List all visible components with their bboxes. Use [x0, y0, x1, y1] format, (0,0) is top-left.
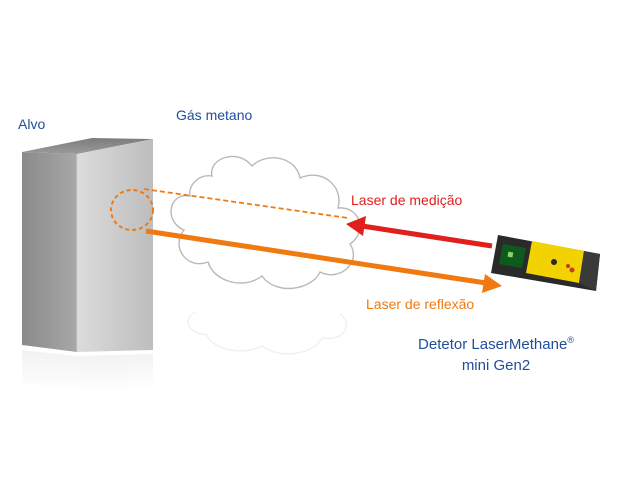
- target-block: [22, 138, 153, 352]
- detector-label: Detetor LaserMethane® mini Gen2: [380, 330, 612, 376]
- detector-name: Detetor LaserMethane: [418, 336, 568, 353]
- detector-device-icon: [491, 235, 600, 291]
- cloud-reflection: [187, 311, 347, 355]
- measurement-laser-label: Laser de medição: [351, 192, 463, 208]
- measurement-laser-dashed: [143, 188, 349, 219]
- reflection-arrow-icon: [145, 228, 502, 293]
- target-reflection: [22, 350, 153, 390]
- laser-spot-icon: [110, 189, 154, 231]
- target-label: Alvo: [18, 116, 46, 132]
- cloud-icon: [170, 155, 361, 290]
- registered-mark: ®: [567, 335, 574, 345]
- detector-model: mini Gen2: [461, 357, 531, 374]
- gas-label: Gás metano: [176, 107, 253, 123]
- reflection-laser-label: Laser de reflexão: [366, 296, 475, 312]
- measurement-arrow-icon: [346, 216, 493, 249]
